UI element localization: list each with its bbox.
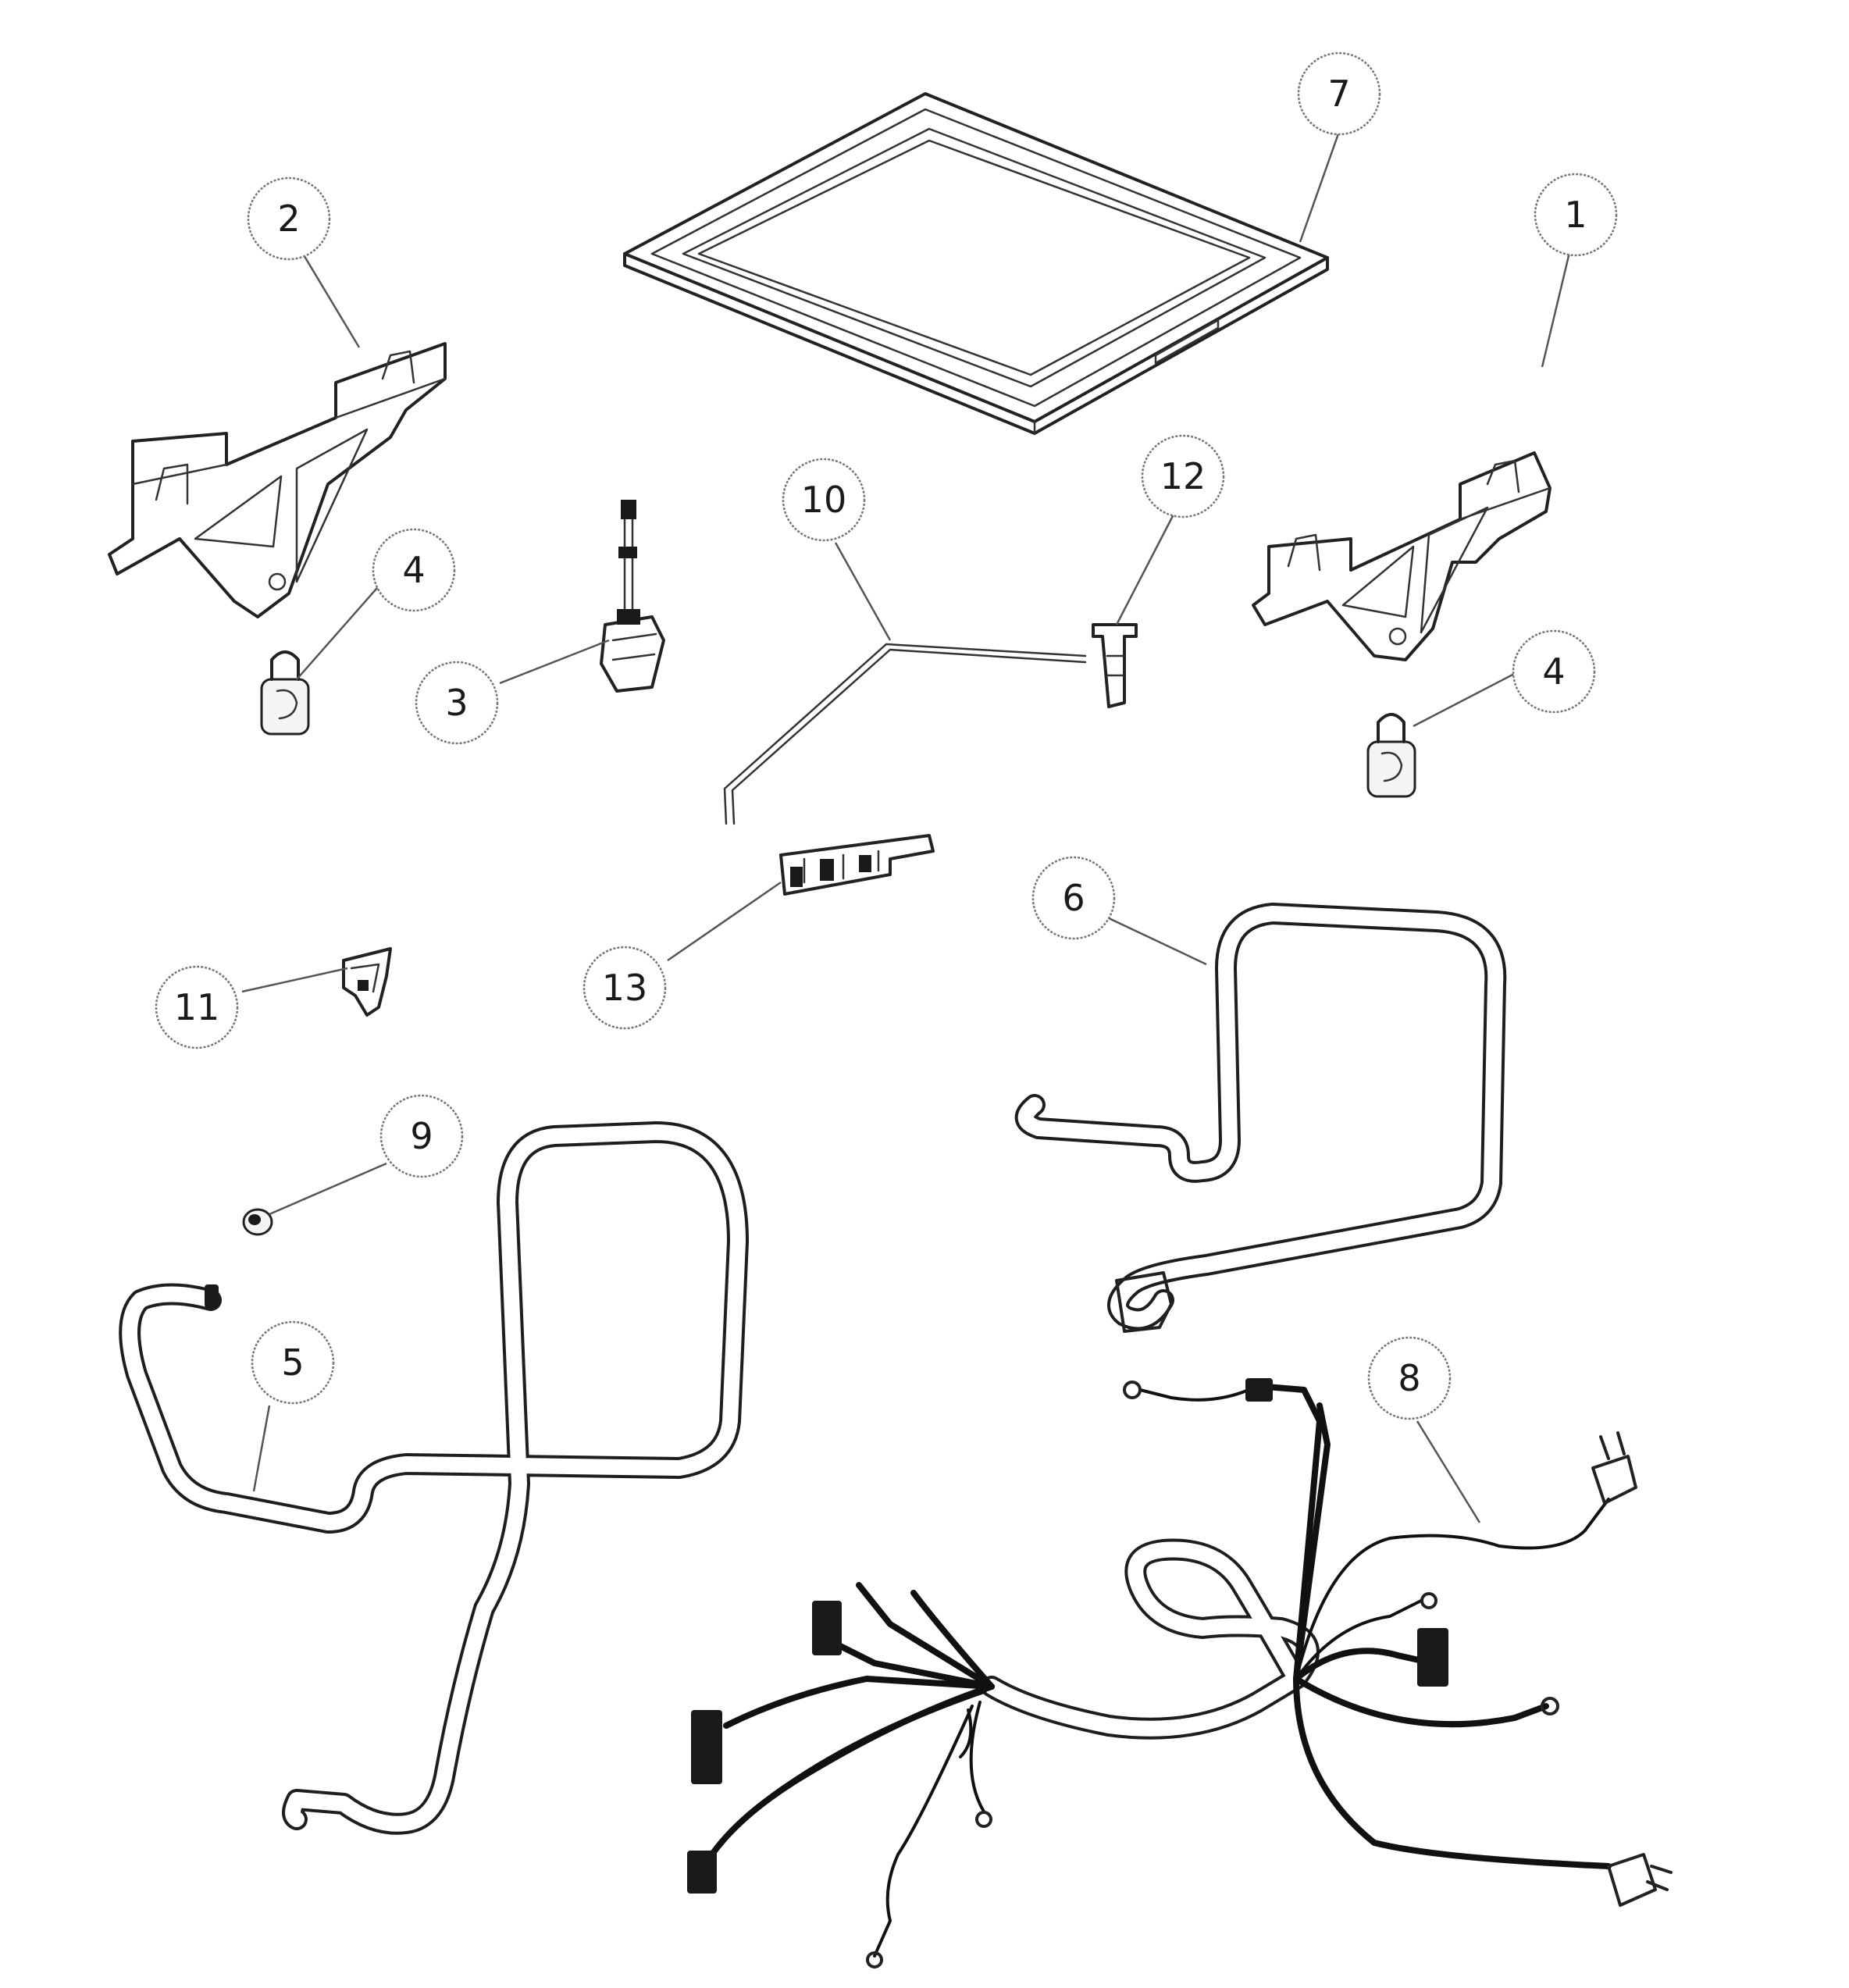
callout-8-label: 8 [1398, 1357, 1420, 1399]
part-clip [342, 947, 392, 1017]
callout-1: 1 [1534, 173, 1618, 257]
callout-8: 8 [1367, 1336, 1452, 1420]
part-lid-frame [623, 92, 1329, 435]
part-lid-switch [600, 500, 665, 693]
callout-9: 9 [379, 1094, 464, 1178]
callout-3-label: 3 [445, 682, 468, 724]
part-hose-5 [119, 1121, 749, 1835]
part-hinge-cam-left [260, 650, 310, 736]
callout-3: 3 [415, 661, 499, 745]
part-hose-plug [242, 1208, 273, 1236]
part-connector-strip [779, 834, 935, 896]
callout-12-label: 12 [1160, 455, 1206, 497]
callout-4-left-label: 4 [402, 549, 425, 591]
callout-4-left: 4 [372, 528, 456, 612]
part-hose-6 [1014, 903, 1507, 1333]
callout-7: 7 [1297, 52, 1381, 136]
callout-1-label: 1 [1564, 194, 1587, 236]
callout-7-label: 7 [1327, 73, 1350, 115]
part-left-bracket [108, 342, 447, 618]
callout-13-label: 13 [602, 967, 648, 1009]
callout-10-label: 10 [801, 479, 847, 521]
part-hinge-cam-right [1366, 713, 1416, 798]
callout-4-right: 4 [1512, 629, 1596, 714]
part-right-bracket [1252, 451, 1552, 661]
callout-11: 11 [155, 965, 239, 1049]
part-wire-harness [687, 1378, 1673, 1968]
leader-lines [241, 124, 1573, 1523]
callout-13: 13 [582, 946, 667, 1030]
part-actuator-rod [723, 643, 1087, 825]
callout-6-label: 6 [1062, 877, 1085, 919]
callout-2-label: 2 [277, 198, 300, 240]
callout-5-label: 5 [281, 1341, 304, 1384]
callout-12: 12 [1141, 434, 1225, 518]
callout-5: 5 [251, 1320, 335, 1405]
callout-11-label: 11 [174, 986, 220, 1028]
callout-4-right-label: 4 [1542, 650, 1565, 693]
callout-9-label: 9 [410, 1115, 433, 1157]
callout-6: 6 [1031, 856, 1116, 940]
part-strike [1092, 623, 1138, 708]
callout-10: 10 [782, 458, 866, 542]
callout-2: 2 [247, 176, 331, 261]
